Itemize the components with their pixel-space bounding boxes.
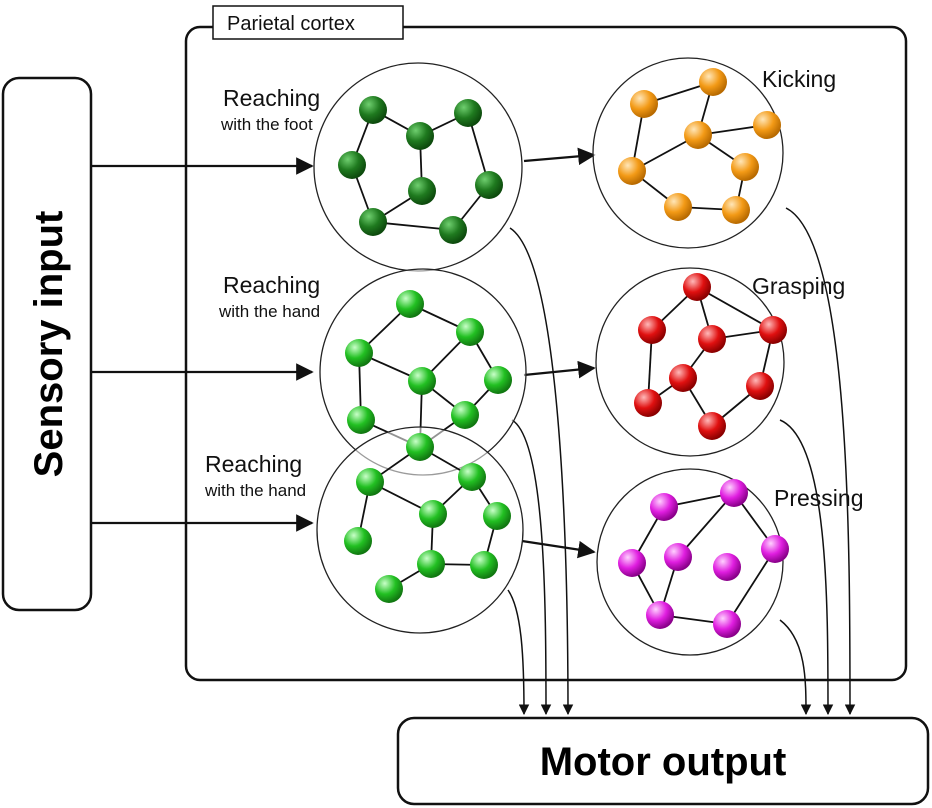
- neuron-node: [408, 177, 436, 205]
- neuron-node: [746, 372, 774, 400]
- cluster-title: Reaching: [223, 272, 320, 298]
- neuron-node: [338, 151, 366, 179]
- cluster-reaching-foot: Reaching with the foot: [220, 62, 523, 272]
- neuron-node: [484, 366, 512, 394]
- cluster-subtitle: with the hand: [218, 302, 320, 321]
- neuron-node: [454, 99, 482, 127]
- neuron-node: [359, 208, 387, 236]
- neuron-node: [359, 96, 387, 124]
- neuron-node: [731, 153, 759, 181]
- neuron-node: [664, 193, 692, 221]
- sensory-input-label: Sensory input: [27, 211, 71, 478]
- neuron-node: [475, 171, 503, 199]
- neuron-node: [722, 196, 750, 224]
- neuron-node: [483, 502, 511, 530]
- cluster-pressing: Pressing: [596, 468, 863, 656]
- neuron-node: [713, 553, 741, 581]
- cluster-title: Kicking: [762, 66, 836, 92]
- neuron-node: [451, 401, 479, 429]
- arrow-foot-to-kicking: [523, 147, 596, 166]
- neuron-node: [417, 550, 445, 578]
- motor-output-box: [396, 716, 930, 806]
- neuron-node: [406, 122, 434, 150]
- neuron-node: [618, 157, 646, 185]
- neuron-node: [669, 364, 697, 392]
- neuron-node: [618, 549, 646, 577]
- parietal-cortex-tag: [212, 5, 404, 40]
- cluster-kicking: Kicking: [592, 57, 836, 249]
- neuron-node: [698, 412, 726, 440]
- cluster-subtitle: with the foot: [220, 115, 313, 134]
- neuron-node: [683, 273, 711, 301]
- cluster-circle: [592, 57, 784, 249]
- neuron-node: [684, 121, 712, 149]
- neuron-node: [664, 543, 692, 571]
- sensory-input-box: [1, 76, 93, 612]
- neuron-node: [396, 290, 424, 318]
- cluster-reaching-hand-1: Reaching with the hand: [218, 268, 527, 476]
- neuron-node: [759, 316, 787, 344]
- neuron-node: [699, 68, 727, 96]
- neuron-node: [698, 325, 726, 353]
- arrow-hand-to-grasping: [523, 360, 596, 379]
- cluster-nodes: [345, 290, 512, 434]
- curve-kicking-to-motor: [785, 207, 856, 716]
- neuron-node: [646, 601, 674, 629]
- motor-output-label: Motor output: [540, 740, 787, 784]
- neuron-node: [650, 493, 678, 521]
- neuron-node: [344, 527, 372, 555]
- cluster-nodes: [618, 68, 781, 224]
- parietal-cortex-label: Parietal cortex: [227, 13, 355, 35]
- neuron-node: [634, 389, 662, 417]
- cluster-title: Grasping: [752, 273, 845, 299]
- curve-foot-to-motor: [509, 227, 574, 716]
- cluster-grasping: Grasping: [595, 267, 845, 457]
- cluster-title: Pressing: [774, 485, 863, 511]
- curve-hand1-to-motor: [511, 419, 552, 716]
- cluster-title: Reaching: [223, 85, 320, 111]
- neuron-node: [408, 367, 436, 395]
- neuron-node: [375, 575, 403, 603]
- cluster-nodes: [344, 433, 511, 603]
- cluster-title: Reaching: [205, 451, 302, 477]
- neuron-node: [356, 468, 384, 496]
- curve-hand2-to-motor: [507, 589, 530, 716]
- neuron-node: [347, 406, 375, 434]
- curve-grasping-to-motor: [779, 419, 834, 716]
- neuron-node: [713, 610, 741, 638]
- arrow-hand-to-pressing: [521, 539, 596, 559]
- neuron-node: [720, 479, 748, 507]
- cluster-reaching-hand-2: Reaching with the hand: [204, 426, 524, 634]
- neuron-node: [406, 433, 434, 461]
- neuron-node: [638, 316, 666, 344]
- cluster-nodes: [338, 96, 503, 244]
- neuron-node: [456, 318, 484, 346]
- neuron-node: [630, 90, 658, 118]
- neuron-node: [753, 111, 781, 139]
- curve-pressing-to-motor: [779, 619, 812, 716]
- neuron-node: [458, 463, 486, 491]
- cluster-nodes: [634, 273, 787, 440]
- cluster-nodes: [618, 479, 789, 638]
- neuron-node: [439, 216, 467, 244]
- neuron-node: [470, 551, 498, 579]
- neuron-node: [419, 500, 447, 528]
- neuron-node: [761, 535, 789, 563]
- neuron-node: [345, 339, 373, 367]
- cluster-subtitle: with the hand: [204, 481, 306, 500]
